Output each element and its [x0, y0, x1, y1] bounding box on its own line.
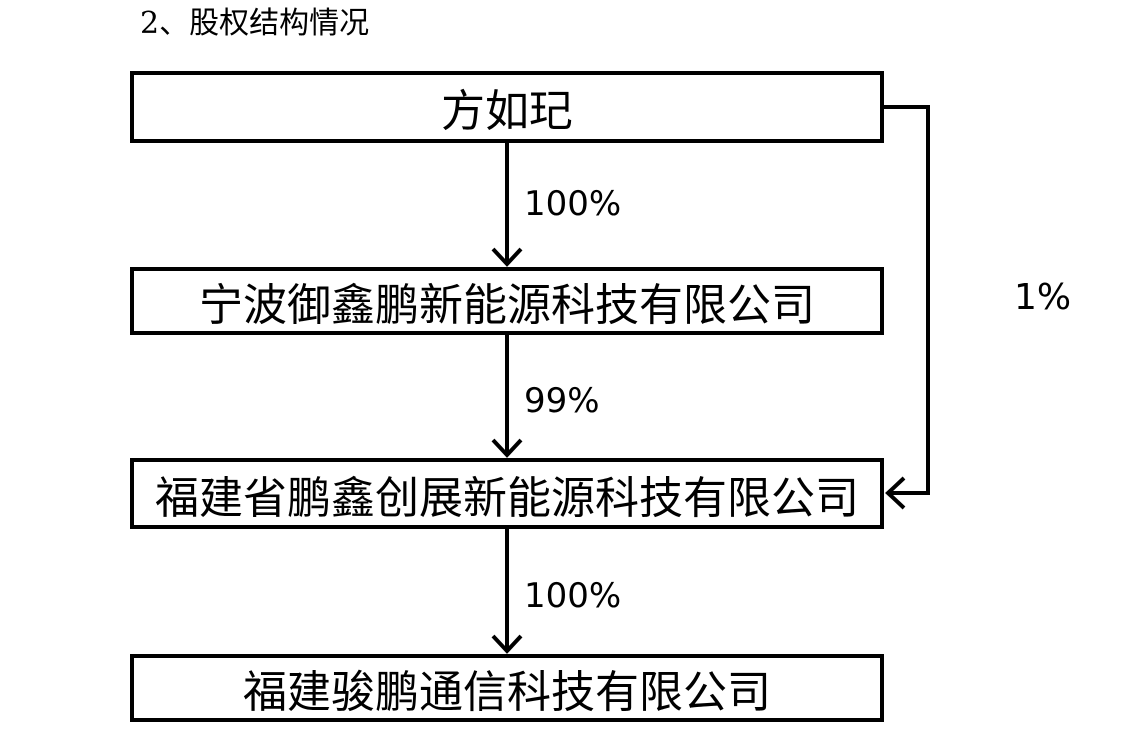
- section-title: 2、股权结构情况: [140, 6, 370, 41]
- node-person-top: 方如玘: [130, 71, 884, 143]
- edge-label-100-percent-top: 100%: [524, 184, 622, 224]
- arrow-left-icon: [884, 105, 930, 510]
- edge-label-99-percent: 99%: [524, 381, 600, 421]
- node-company-ningbo: 宁波御鑫鹏新能源科技有限公司: [130, 267, 884, 335]
- edge-label-100-percent-bottom: 100%: [524, 576, 622, 616]
- node-company-fujian-junpeng: 福建骏鹏通信科技有限公司: [130, 654, 884, 722]
- arrow-down-icon: [491, 335, 523, 458]
- arrow-down-icon: [491, 143, 523, 267]
- edge-label-1-percent: 1%: [1014, 277, 1072, 318]
- node-company-fujian-pengxin: 福建省鹏鑫创展新能源科技有限公司: [130, 458, 884, 529]
- arrow-down-icon: [491, 529, 523, 654]
